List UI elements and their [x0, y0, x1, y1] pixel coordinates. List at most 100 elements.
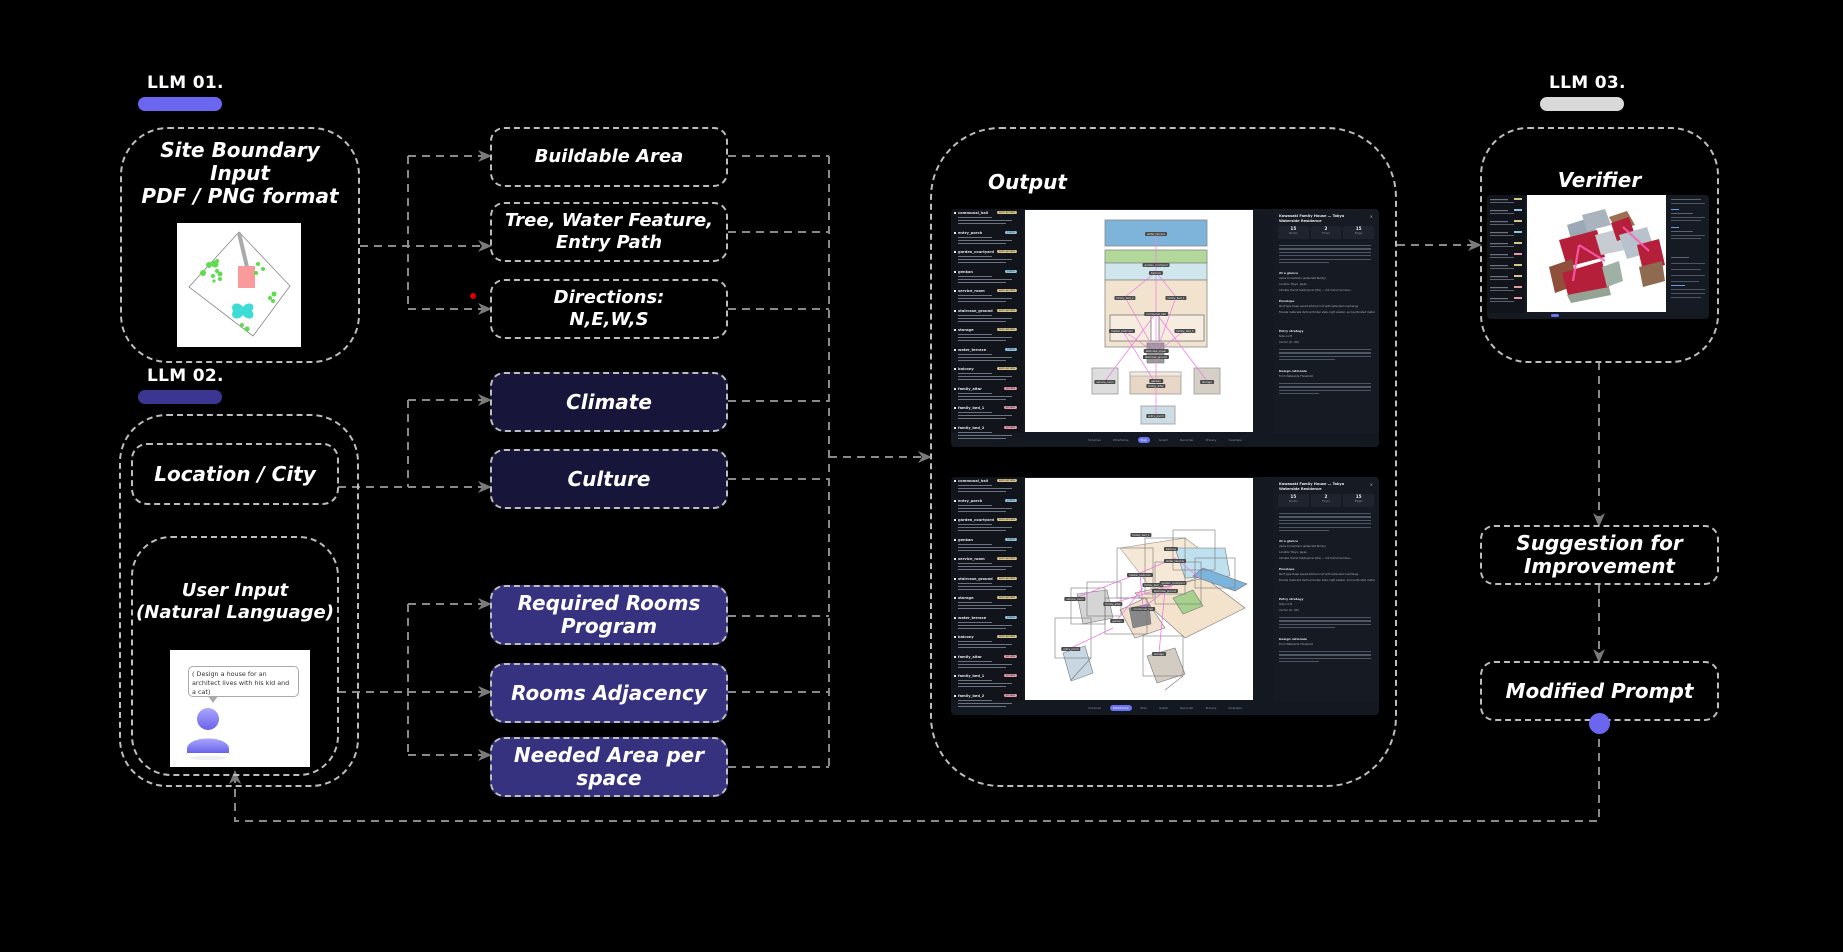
rooms-adjacency-box[interactable]: Rooms Adjacency — [490, 663, 728, 723]
room-desc-line — [958, 644, 1012, 646]
room-label: balcony — [1148, 271, 1164, 275]
verifier-room-list — [1490, 198, 1522, 302]
view-tab-privacy[interactable]: Privacy — [1205, 706, 1217, 710]
culture-box[interactable]: Culture — [490, 449, 728, 509]
room-name: family_bed_1 — [958, 406, 985, 410]
view-tab-recorder[interactable]: Recorder — [1180, 438, 1194, 442]
buildable-area-box[interactable]: Buildable Area — [490, 127, 728, 187]
room-name: family_altar — [958, 654, 982, 659]
output-title: Output — [988, 170, 1067, 194]
rationale-line — [1279, 661, 1319, 663]
view-tab-plan[interactable]: Plan — [1137, 437, 1150, 443]
view-tab-graph[interactable]: Graph — [1158, 706, 1169, 710]
room-desc-line — [958, 281, 1006, 283]
rationale-line — [1279, 651, 1371, 653]
privacy-badge: private — [1003, 693, 1017, 697]
room-desc-line — [958, 705, 1006, 707]
room-label: water_terrace — [1145, 232, 1167, 236]
room-bullet-icon — [954, 212, 956, 214]
close-icon[interactable]: × — [1369, 482, 1373, 487]
site-boundary-box: Site Boundary Input PDF / PNG format — [120, 127, 360, 363]
panel-field: Roof type Deep eaved pitched roof with e… — [1279, 573, 1359, 576]
room-desc-line — [958, 491, 1006, 493]
room-desc-line — [958, 585, 1012, 587]
wireframe-drawing — [1054, 529, 1248, 691]
required-rooms-box[interactable]: Required Rooms Program — [490, 585, 728, 645]
room-name: garden_courtyard — [958, 518, 994, 522]
suggestion-box[interactable]: Suggestion for Improvement — [1480, 525, 1719, 585]
panel-field: Climate Humid Subtropical (Cfa) — hot hu… — [1279, 557, 1353, 560]
user-input-box[interactable]: User Input (Natural Language) — [131, 536, 339, 776]
directions-label-1: Directions: — [553, 287, 665, 308]
modified-prompt-box[interactable]: Modified Prompt — [1480, 661, 1719, 721]
room-label: entry_porch — [1061, 647, 1081, 651]
suggestion-label-1: Suggestion for — [1516, 531, 1683, 555]
panel-field: Facade materials Vertical timber slats, … — [1279, 311, 1375, 314]
view-tab-plan[interactable]: Plan — [1140, 706, 1147, 710]
view-tab-wireframe[interactable]: Wireframe — [1109, 705, 1132, 711]
view-tab-recorder[interactable]: Recorder — [1180, 706, 1194, 710]
view-tab-overlaps[interactable]: Overlaps — [1228, 438, 1242, 442]
room-label: service_room — [1064, 597, 1086, 601]
tree-water-entry-box[interactable]: Tree, Water Feature, Entry Path — [490, 202, 728, 262]
room-name: water_terrace — [958, 347, 987, 352]
room-desc-line — [958, 627, 1006, 629]
climate-box[interactable]: Climate — [490, 372, 728, 432]
view-tab-graph[interactable]: Graph — [1158, 438, 1169, 442]
room-bullet-icon — [954, 636, 956, 638]
room-label: family_bed_3 — [1174, 329, 1196, 333]
needed-area-box[interactable]: Needed Area per space — [490, 737, 728, 797]
view-tab-volumes[interactable]: Volumes — [1088, 438, 1101, 442]
verifier-sidebar — [1487, 195, 1525, 313]
room-name: family_bed_2 — [958, 693, 985, 698]
view-tab-overlaps[interactable]: Overlaps — [1228, 706, 1242, 710]
room-name: family_altar — [958, 386, 982, 391]
room-label: service_room — [1094, 380, 1116, 384]
room-bullet-icon — [954, 519, 956, 521]
room-meta-line — [958, 563, 992, 565]
location-city-box[interactable]: Location / City — [131, 443, 339, 505]
close-icon[interactable]: × — [1369, 214, 1373, 219]
directions-box[interactable]: Directions: N,E,W,S — [490, 279, 728, 339]
room-desc-line — [958, 223, 1006, 225]
room-label: storage — [1200, 380, 1214, 384]
room-desc-line — [958, 298, 1012, 300]
view-tab-volumes[interactable]: Volumes — [1088, 706, 1101, 710]
description-line — [1279, 526, 1371, 528]
site-boundary-title-2: Input — [210, 161, 270, 185]
room-bullet-icon — [954, 558, 956, 560]
details-panel: Kawasaki Family House — Tokyo Waterside … — [1273, 477, 1379, 701]
description-line — [1279, 255, 1371, 257]
view-tab-wireframe[interactable]: Wireframe — [1112, 438, 1129, 442]
room-list-item[interactable]: family_bed_2 private — [951, 692, 1023, 712]
modified-prompt-output-dot[interactable] — [1589, 713, 1610, 734]
panel-field: Anchor [0, -90] — [1279, 341, 1299, 344]
view-tab-privacy[interactable]: Privacy — [1205, 438, 1217, 442]
room-desc-line — [958, 608, 1006, 610]
